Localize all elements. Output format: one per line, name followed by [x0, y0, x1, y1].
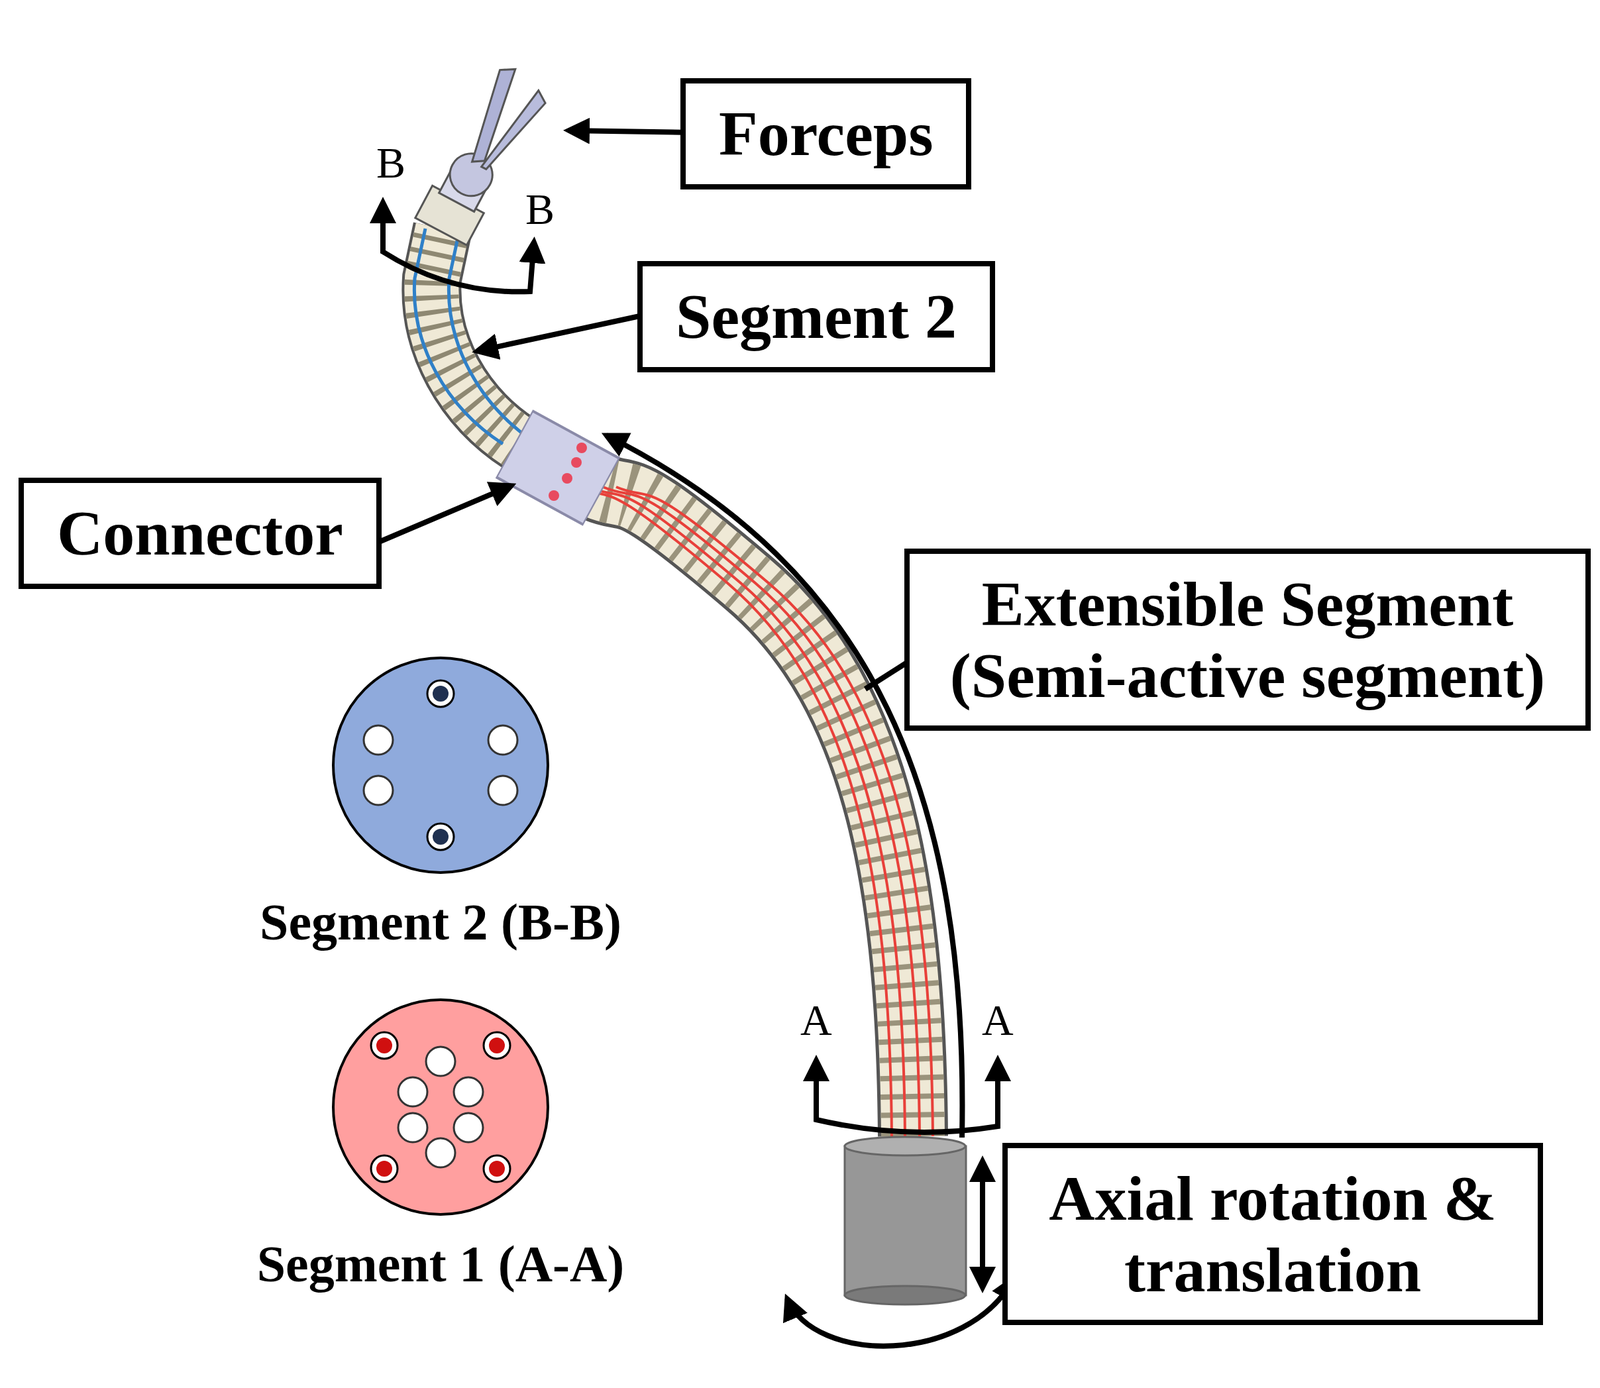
- tendon-line: [602, 486, 920, 1137]
- leader-arrow: [568, 130, 693, 133]
- connector-body: [515, 444, 601, 491]
- segment-2-tube: [414, 228, 538, 444]
- tendon-hole: [483, 1032, 511, 1059]
- anchor-dot: [548, 490, 560, 501]
- lumen-hole: [488, 725, 518, 755]
- lumen-hole: [398, 1077, 428, 1107]
- connector-outline: [514, 443, 602, 492]
- lumen-hole: [363, 775, 393, 805]
- base-bottom: [844, 1285, 966, 1305]
- anchor-dot: [571, 457, 582, 468]
- tube-ribs: [431, 228, 521, 444]
- callout-box: Connector: [18, 477, 382, 589]
- tendon-core: [432, 828, 449, 845]
- anchor-dot: [576, 442, 587, 454]
- box-text: Connector: [56, 497, 344, 570]
- section-caption: Segment 1 (A-A): [241, 1235, 640, 1293]
- tendon-hole: [483, 1155, 511, 1182]
- tendon-core: [432, 685, 449, 702]
- cross-section-drawing: [241, 652, 640, 878]
- box-text: Extensible Segment (Semi-active segment): [942, 568, 1553, 711]
- tendon-hole: [371, 1155, 398, 1182]
- tube-body: [596, 486, 913, 1137]
- base-body: [844, 1146, 966, 1296]
- tendon-line: [588, 486, 906, 1137]
- section-arrow: [382, 202, 534, 292]
- callout-box: Segment 2: [637, 261, 996, 373]
- tendon-line: [616, 486, 933, 1137]
- tendon-core: [376, 1037, 393, 1054]
- section-disc: [333, 999, 548, 1215]
- tendon-line: [448, 228, 538, 444]
- forceps-jaw: [481, 83, 550, 179]
- tendon-hole: [371, 1032, 398, 1059]
- tendon-core: [376, 1160, 393, 1177]
- tendon-hole: [427, 823, 454, 851]
- rotation-arrow: [787, 1278, 1014, 1347]
- lumen-hole: [426, 1138, 456, 1168]
- section-letter: A: [800, 996, 833, 1045]
- callout-box: Forceps: [680, 78, 972, 190]
- tendon-anchors: [548, 442, 587, 501]
- base-top: [844, 1136, 966, 1156]
- leader-arrow: [477, 314, 646, 352]
- callout-box: Axial rotation & translation: [1002, 1142, 1544, 1326]
- tube-body: [431, 228, 521, 444]
- section-letter: B: [376, 139, 406, 188]
- anchor-dot: [561, 473, 573, 484]
- tendon-hole: [427, 680, 454, 707]
- lumen-hole: [398, 1113, 428, 1143]
- section-letter: A: [981, 996, 1014, 1045]
- tendon-core: [488, 1160, 505, 1177]
- box-text: Segment 2: [675, 280, 957, 353]
- base-cylinder: [844, 1136, 966, 1305]
- tube-outline: [596, 486, 913, 1137]
- lumen-hole: [453, 1113, 483, 1143]
- lumen-hole: [426, 1046, 456, 1076]
- cross-section: Segment 1 (A-A): [241, 994, 640, 1293]
- section-letter: B: [525, 185, 555, 234]
- cross-section-drawing: [241, 994, 640, 1220]
- callout-box: Extensible Segment (Semi-active segment): [904, 548, 1591, 731]
- lumen-hole: [453, 1077, 483, 1107]
- tendon-line: [414, 228, 503, 444]
- tube-outline: [431, 228, 521, 444]
- translation-arrow: [979, 1160, 986, 1288]
- cross-section: Segment 2 (B-B): [241, 652, 640, 951]
- section-caption: Segment 2 (B-B): [241, 893, 640, 951]
- box-text: Forceps: [718, 98, 933, 170]
- section-arrow: [816, 1060, 998, 1133]
- tendon-line: [575, 486, 892, 1137]
- segment-bracket: [606, 435, 962, 1138]
- tube-ribs: [596, 486, 913, 1137]
- tendon-core: [488, 1037, 505, 1054]
- leader-arrow: [374, 485, 512, 544]
- lumen-hole: [363, 725, 393, 755]
- box-text: Axial rotation & translation: [1040, 1162, 1505, 1306]
- section-disc: [333, 657, 548, 873]
- extensible-tube: [575, 486, 933, 1137]
- lumen-hole: [488, 775, 518, 805]
